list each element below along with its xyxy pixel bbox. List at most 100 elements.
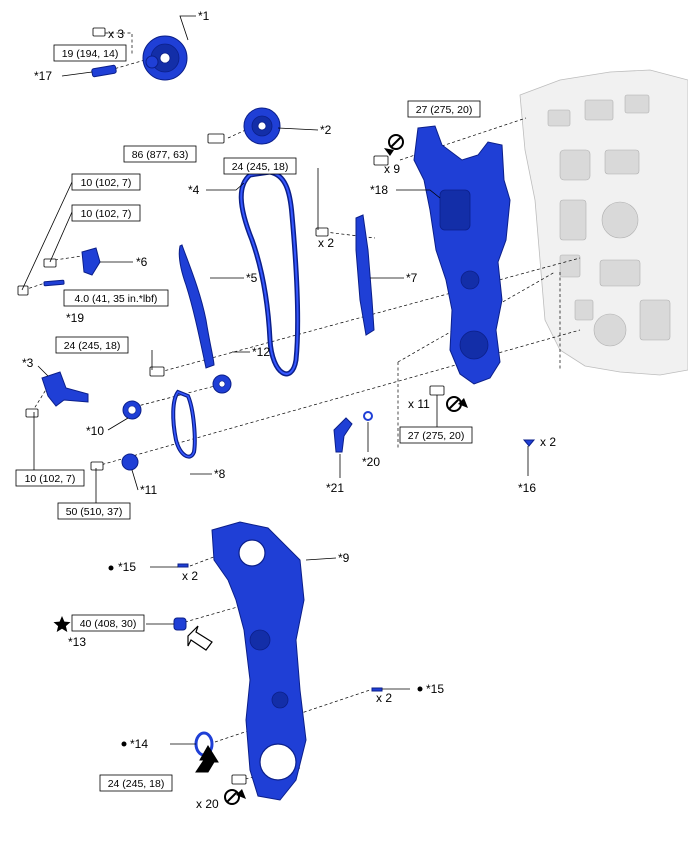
- callout-7: *7: [406, 271, 418, 285]
- callout-6: *6: [136, 255, 148, 269]
- timing-chain: [238, 169, 301, 377]
- callout-20: *20: [362, 455, 380, 469]
- pin-15-lower: [371, 687, 383, 692]
- svg-text:10 (102, 7): 10 (102, 7): [25, 473, 76, 485]
- crank-sprocket-11: [121, 453, 139, 471]
- timing-chain-cover-9: [211, 521, 307, 801]
- svg-text:27 (275, 20): 27 (275, 20): [408, 430, 465, 442]
- tensioner-arm-21: [333, 417, 353, 453]
- torque-box-cover-lower: 27 (275, 20): [399, 426, 473, 444]
- do-not-reuse-icon: [224, 789, 246, 805]
- callout-12: *12: [252, 345, 270, 359]
- callout-1: *1: [198, 9, 210, 23]
- torque-box-chain-guide: 24 (245, 18): [55, 336, 129, 354]
- svg-text:19 (194, 14): 19 (194, 14): [62, 48, 119, 60]
- sprocket-10: [122, 400, 142, 420]
- bolt-sensor-b: [17, 285, 29, 296]
- torque-box-camgear-bolt: 19 (194, 14): [53, 44, 127, 62]
- callout-8: *8: [214, 467, 226, 481]
- bolt-cover9: [231, 774, 247, 785]
- callout-17: *17: [34, 69, 52, 83]
- callout-19: *19: [66, 311, 84, 325]
- callout-10: *10: [86, 424, 104, 438]
- qty-x2-15-upper: x 2: [182, 569, 198, 583]
- qty-x2-15-lower: x 2: [376, 691, 392, 705]
- bolt-chain-guide: [149, 366, 165, 377]
- svg-text:24 (245, 18): 24 (245, 18): [232, 161, 289, 173]
- bullet-dot-icon: [108, 565, 114, 571]
- bolt-sensor-a: [43, 258, 57, 268]
- do-not-reuse-icon: [384, 134, 404, 156]
- svg-text:10 (102, 7): 10 (102, 7): [81, 177, 132, 189]
- svg-text:4.0 (41, 35 in.*lbf): 4.0 (41, 35 in.*lbf): [75, 293, 158, 305]
- callout-16: *16: [518, 481, 536, 495]
- callout-2: *2: [320, 123, 332, 137]
- spring-20: [363, 411, 373, 421]
- callout-5: *5: [246, 271, 258, 285]
- torque-box-idle-gear: 50 (510, 37): [57, 502, 131, 520]
- torque-box-ocv: 10 (102, 7): [15, 469, 85, 487]
- bolt-cover-upper: [373, 155, 389, 166]
- svg-text:86 (877, 63): 86 (877, 63): [132, 149, 189, 161]
- plug-19: [43, 279, 65, 287]
- torque-box-exhaust-gear: 86 (877, 63): [123, 145, 197, 163]
- torque-box-bolt13: 40 (408, 30): [71, 614, 145, 632]
- do-not-reuse-icon: [446, 396, 468, 412]
- callout-labels: *1 *17 *2 *4 *18 *5 *6 *7 *19 *12 *3 *10…: [22, 9, 536, 751]
- callout-13: *13: [68, 635, 86, 649]
- callout-15-upper: *15: [118, 560, 136, 574]
- bolt-cover-lower: [429, 385, 445, 396]
- callout-11: *11: [140, 483, 157, 497]
- star-icon: [53, 616, 71, 632]
- torque-box-cover9: 24 (245, 18): [99, 774, 173, 792]
- callout-3: *3: [22, 356, 34, 370]
- oil-control-valve-3: [41, 371, 89, 407]
- callout-18: *18: [370, 183, 388, 197]
- timing-chain-case-18: [413, 125, 511, 385]
- qty-x11: x 11: [408, 397, 430, 411]
- qty-x2-guide: x 2: [318, 236, 334, 250]
- svg-text:24 (245, 18): 24 (245, 18): [64, 340, 121, 352]
- callout-21: *21: [326, 481, 344, 495]
- quantity-labels: x 3 x 9 x 2 x 11 x 2 x 2 x 2 x 20: [108, 27, 556, 811]
- bolt-ocv: [25, 408, 39, 418]
- qty-x3: x 3: [108, 27, 124, 41]
- sensor-6: [81, 247, 101, 276]
- pin-15-upper: [177, 563, 189, 568]
- torque-box-sensor-b: 10 (102, 7): [71, 204, 141, 222]
- callout-15-lower: *15: [426, 682, 444, 696]
- torque-box-sensor-a: 10 (102, 7): [71, 173, 141, 191]
- bolt-13: [173, 617, 187, 631]
- torque-box-plug19: 4.0 (41, 35 in.*lbf): [63, 289, 169, 307]
- svg-text:40 (408, 30): 40 (408, 30): [80, 618, 137, 630]
- idler-gear-12: [212, 374, 232, 394]
- callout-4: *4: [188, 183, 200, 197]
- engine-block: [519, 69, 688, 376]
- qty-x20: x 20: [196, 797, 219, 811]
- bullet-dot-icon: [417, 686, 423, 692]
- callout-14: *14: [130, 737, 148, 751]
- direction-arrow-icon: [195, 745, 219, 773]
- bolt-x3: [92, 27, 106, 37]
- svg-text:10 (102, 7): 10 (102, 7): [81, 208, 132, 220]
- chain-tensioner-slipper: [178, 244, 215, 369]
- exhaust-camshaft-gear: [243, 107, 281, 145]
- bolt-idle-gear: [90, 461, 104, 471]
- direction-arrow-icon: [187, 625, 213, 651]
- bolt-86: [207, 133, 225, 144]
- pin-16: [522, 439, 536, 447]
- qty-x9: x 9: [384, 162, 400, 176]
- camshaft-timing-gear: [142, 35, 188, 81]
- svg-text:50 (510, 37): 50 (510, 37): [66, 506, 123, 518]
- torque-box-guide7: 24 (245, 18): [223, 157, 297, 175]
- callout-9: *9: [338, 551, 350, 565]
- bolt-damper: [315, 227, 329, 237]
- chain-vibration-damper: [355, 214, 375, 336]
- leader-lines: [21, 15, 529, 745]
- bullet-dot-icon: [121, 741, 127, 747]
- svg-text:24 (245, 18): 24 (245, 18): [108, 778, 165, 790]
- bolt-17: [91, 64, 117, 78]
- svg-text:27 (275, 20): 27 (275, 20): [416, 104, 473, 116]
- qty-x2-16: x 2: [540, 435, 556, 449]
